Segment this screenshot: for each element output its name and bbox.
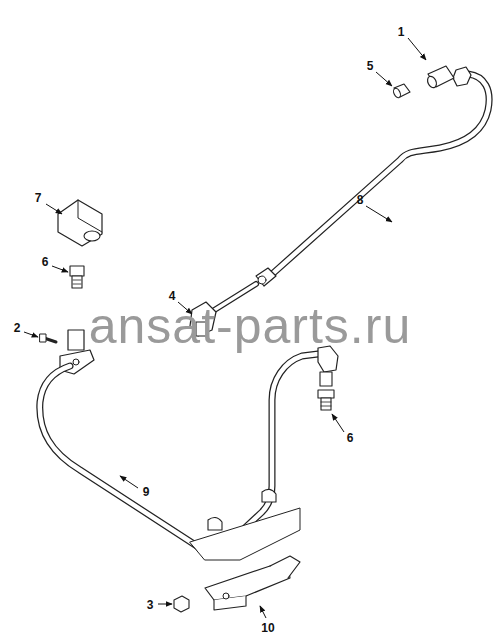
callout-number: 6	[42, 256, 49, 268]
callout-number: 9	[143, 486, 150, 498]
callout-number: 6	[347, 432, 354, 444]
callout-number: 5	[367, 60, 374, 72]
callout-number: 10	[261, 622, 274, 634]
callout-number: 8	[357, 194, 364, 206]
callout-number: 2	[14, 322, 21, 334]
watermark: ansat-parts.ru	[89, 301, 411, 351]
callout-number: 1	[398, 26, 405, 38]
callout-number: 7	[35, 192, 42, 204]
callout-number: 3	[147, 599, 154, 611]
